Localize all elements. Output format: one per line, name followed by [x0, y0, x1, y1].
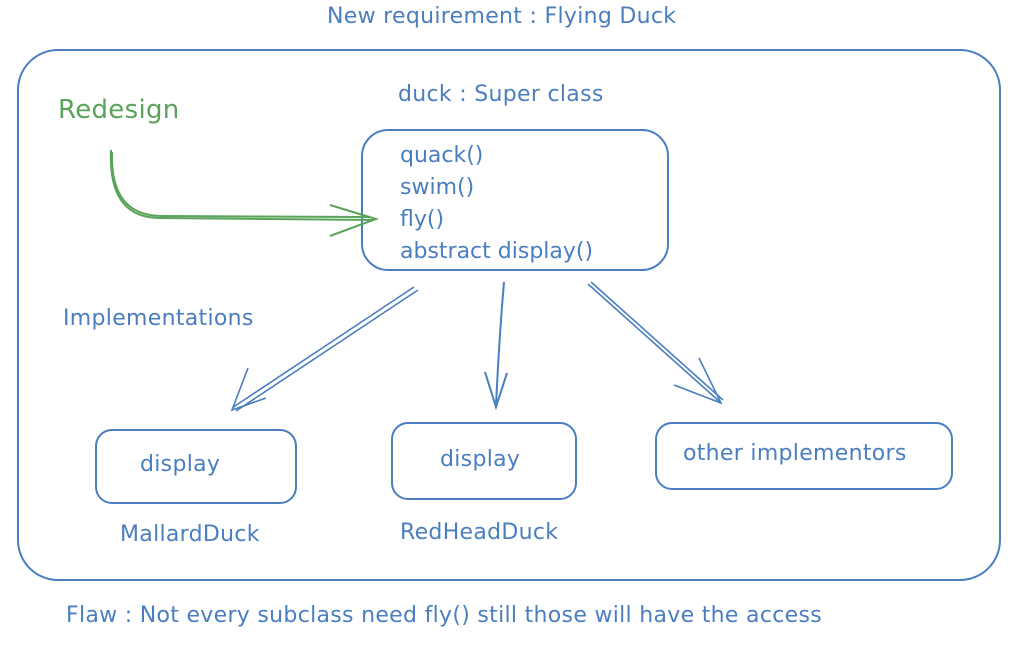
redhead-duck-box-text: display	[440, 447, 521, 472]
flaw-note: Flaw : Not every subclass need fly() sti…	[66, 603, 822, 628]
redhead-duck-box[interactable]	[391, 422, 577, 500]
method-quack: quack()	[400, 143, 484, 168]
super-class-box[interactable]	[361, 129, 669, 271]
outer-frame	[17, 49, 1001, 581]
arrow-to-redhead	[484, 281, 508, 411]
implementations-label: Implementations	[63, 306, 254, 331]
super-class-label: duck : Super class	[398, 82, 604, 107]
super-class-methods: quack() swim() fly() abstract display()	[400, 140, 593, 268]
arrow-to-mallard	[230, 286, 419, 412]
method-swim: swim()	[400, 175, 475, 200]
redesign-arrow	[109, 149, 380, 237]
other-implementors-box[interactable]	[655, 422, 953, 490]
redhead-duck-name: RedHeadDuck	[400, 520, 559, 545]
method-fly: fly()	[400, 207, 445, 232]
diagram-title: New requirement : Flying Duck	[327, 4, 677, 29]
mallard-duck-box-text: display	[140, 452, 221, 477]
other-implementors-box-text: other implementors	[683, 441, 907, 466]
method-display: abstract display()	[400, 239, 594, 264]
mallard-duck-box[interactable]	[95, 429, 297, 504]
redesign-label: Redesign	[58, 95, 180, 125]
mallard-duck-name: MallardDuck	[120, 522, 260, 547]
arrow-to-other	[587, 281, 724, 405]
